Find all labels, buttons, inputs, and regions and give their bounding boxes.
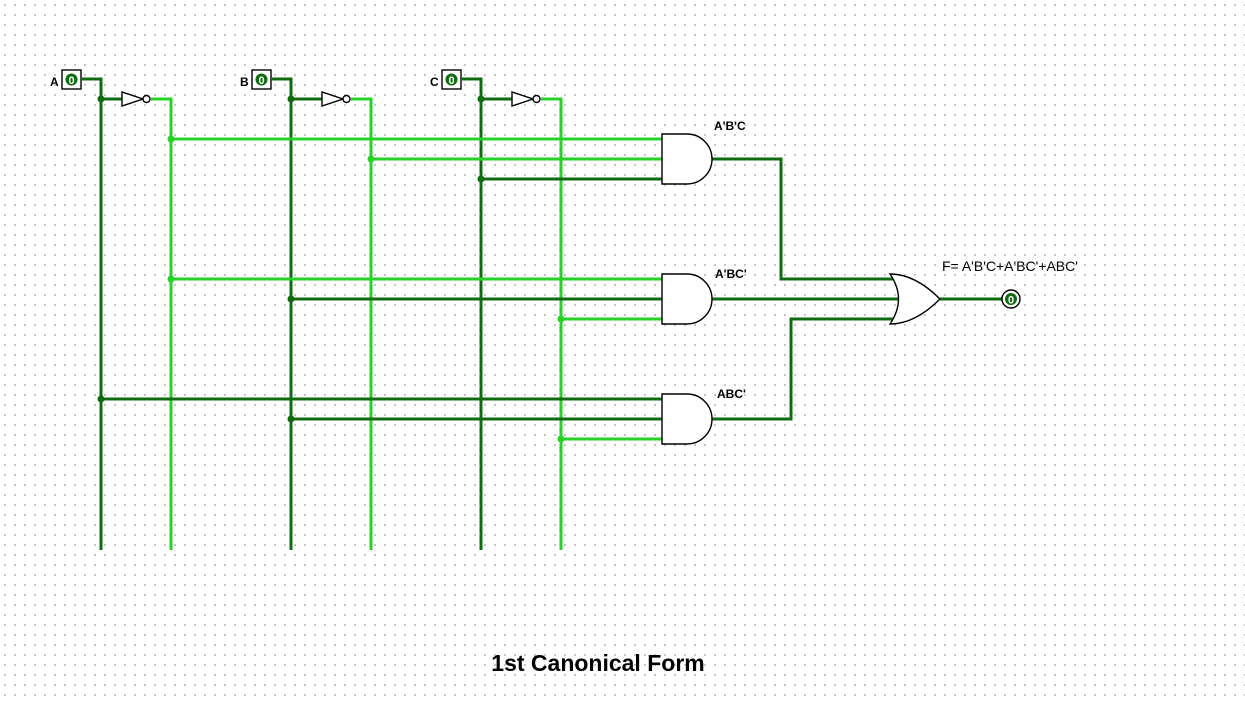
output-pin-f[interactable]: 0: [1001, 289, 1021, 309]
wires-and-gate-1-inputs: [171, 137, 662, 181]
input-c-label: C: [430, 75, 439, 89]
not-gate-b[interactable]: [321, 91, 351, 107]
and-gate-1-label: A'B'C: [714, 119, 746, 133]
diagram-title: 1st Canonical Form: [491, 650, 704, 676]
and-gate-2-label: A'BC': [715, 267, 747, 281]
input-a-value: 0: [68, 75, 74, 87]
input-c-value: 0: [448, 75, 454, 87]
not-gate-a[interactable]: [121, 91, 151, 107]
and-gate-3[interactable]: [661, 393, 713, 445]
and-gate-1[interactable]: [661, 133, 713, 185]
input-a-label: A: [50, 75, 59, 89]
input-b-label: B: [240, 75, 249, 89]
input-pin-a[interactable]: 0: [61, 69, 82, 90]
wires-and-to-or: [712, 157, 1004, 421]
wires-inverted-buses: [151, 97, 563, 550]
wires-and-gate-2-inputs: [171, 277, 662, 321]
wire-junctions: [97, 95, 1008, 423]
not-gate-c[interactable]: [511, 91, 541, 107]
input-pin-c[interactable]: 0: [441, 69, 462, 90]
output-f-value: 0: [1008, 295, 1014, 307]
output-expression-label: F= A'B'C+A'BC'+ABC': [942, 258, 1078, 274]
and-gate-3-label: ABC': [717, 387, 746, 401]
wire-junctions-high: [167, 135, 565, 443]
input-pin-b[interactable]: 0: [251, 69, 272, 90]
wires-input-buses: [81, 77, 512, 550]
input-b-value: 0: [258, 75, 264, 87]
and-gate-2[interactable]: [661, 273, 713, 325]
or-gate[interactable]: [888, 273, 941, 325]
wires-and-gate-3-inputs: [101, 397, 662, 441]
